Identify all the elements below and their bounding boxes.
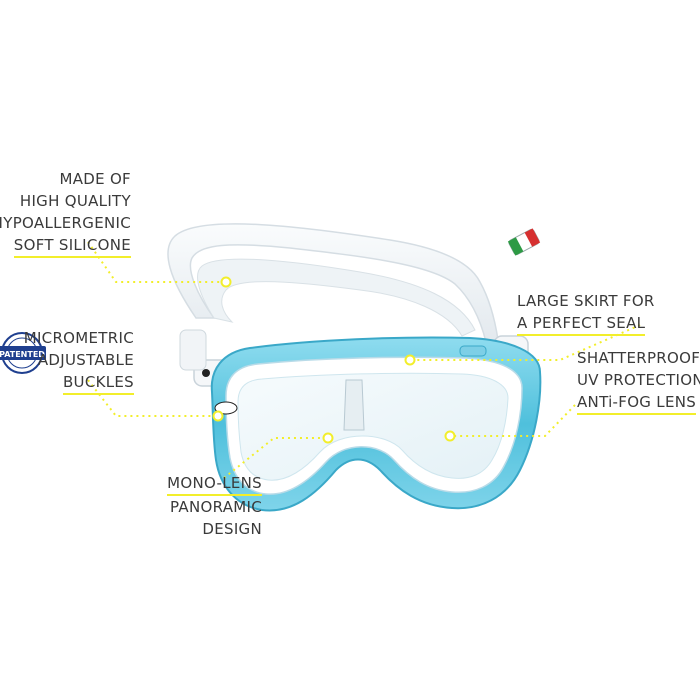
- leader-lens: [450, 404, 576, 437]
- dot-buckles: [212, 410, 224, 422]
- callout-monolens-line-3: DESIGN: [202, 520, 262, 538]
- italy-flag-badge: [507, 228, 541, 256]
- leader-silicone: [87, 241, 226, 283]
- callout-lens-line-1: SHATTERPROOF: [577, 349, 700, 367]
- callout-monolens-line-2: PANORAMIC: [170, 498, 262, 516]
- dot-monolens: [322, 432, 334, 444]
- callout-skirt-line-2: A PERFECT SEAL: [517, 312, 646, 336]
- dot-lens: [444, 430, 456, 442]
- callout-buckles: MICROMETRIC ADJUSTABLE BUCKLES: [24, 327, 134, 395]
- callout-skirt-line-1: LARGE SKIRT FOR: [517, 292, 655, 310]
- callout-silicone-line-2: HIGH QUALITY: [19, 192, 131, 210]
- callout-silicone: MADE OF HIGH QUALITY HYPOALLERGENIC SOFT…: [0, 168, 131, 258]
- patented-seal-icon: PATENTED: [0, 332, 46, 374]
- callout-lens: SHATTERPROOF UV PROTECTION ANTi-FOG LENS: [577, 347, 700, 415]
- callout-lens-line-3: ANTi-FOG LENS: [577, 391, 697, 415]
- patented-text: PATENTED: [0, 350, 45, 359]
- leader-skirt: [410, 324, 641, 361]
- callout-lines: [87, 241, 641, 479]
- callout-lens-line-2: UV PROTECTION: [577, 371, 700, 389]
- callout-buckles-line-2: ADJUSTABLE: [37, 351, 134, 369]
- callout-silicone-line-1: MADE OF: [59, 170, 131, 188]
- callout-buckles-line-1: MICROMETRIC: [23, 329, 134, 347]
- callout-skirt: LARGE SKIRT FOR A PERFECT SEAL: [517, 290, 655, 336]
- callout-silicone-line-4: SOFT SILICONE: [13, 234, 131, 258]
- dot-skirt: [404, 354, 416, 366]
- callout-monolens: MONO-LENS PANORAMIC DESIGN: [167, 472, 262, 540]
- callout-silicone-line-3: HYPOALLERGENIC: [0, 214, 131, 232]
- goggle-frame: [210, 336, 542, 512]
- callout-dots: [212, 276, 456, 444]
- callout-buckles-line-3: BUCKLES: [62, 371, 134, 395]
- dot-silicone: [220, 276, 232, 288]
- callout-monolens-line-1: MONO-LENS: [167, 472, 262, 496]
